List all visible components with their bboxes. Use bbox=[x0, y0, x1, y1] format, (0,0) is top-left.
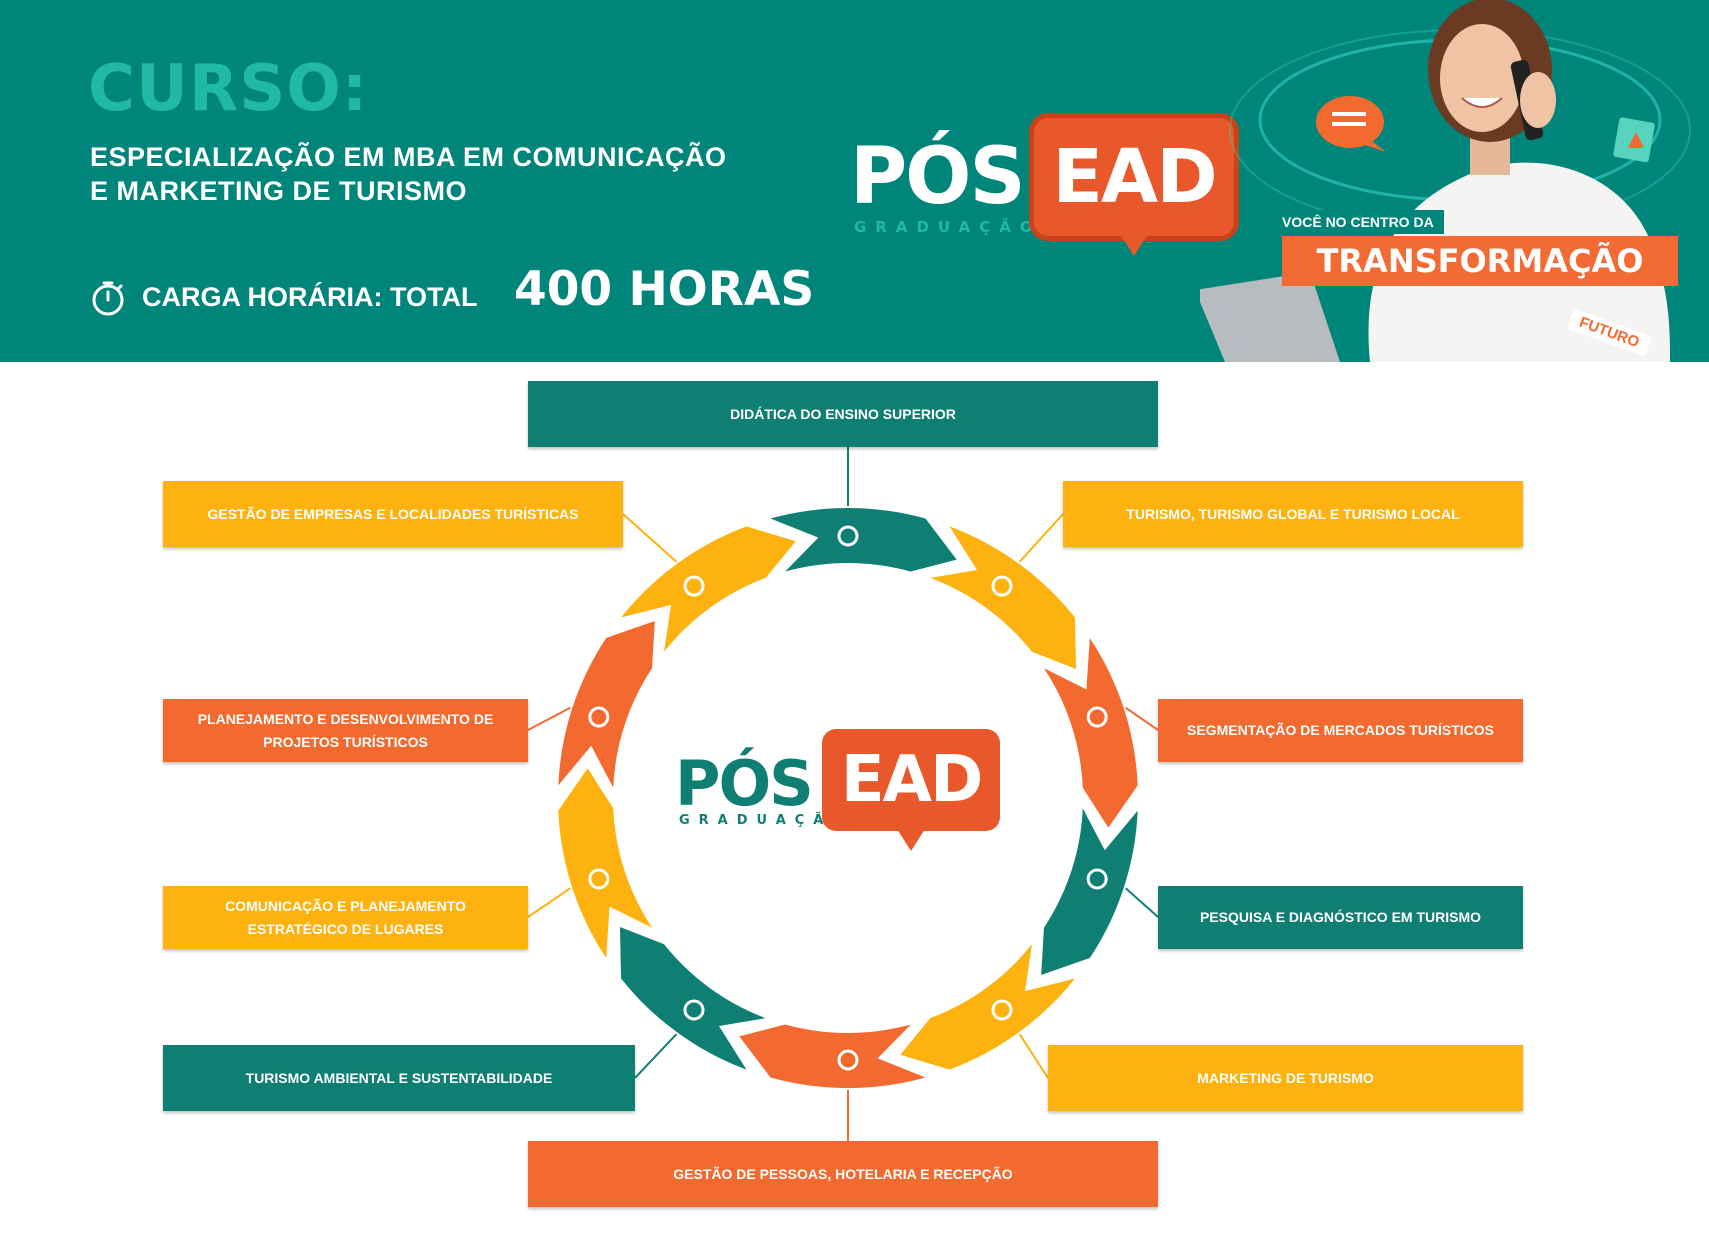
module-turismo-global: TURISMO, TURISMO GLOBAL E TURISMO LOCAL bbox=[1063, 481, 1523, 547]
ring-segment bbox=[900, 944, 1075, 1070]
ring-segment-marker bbox=[991, 999, 1013, 1021]
pos-ead-logo: PÓS GRADUAÇÃO EAD bbox=[850, 110, 1250, 270]
connector-line bbox=[1018, 1033, 1049, 1079]
module-gestao-pessoas: GESTÃO DE PESSOAS, HOTELARIA E RECEPÇÃO bbox=[528, 1141, 1158, 1207]
logo-graduacao-text: GRADUAÇÃO bbox=[854, 218, 1042, 236]
center-logo-graduacao-text: GRADUAÇÃO bbox=[679, 813, 853, 828]
connector-line bbox=[1018, 513, 1064, 563]
connector-line bbox=[1125, 887, 1159, 918]
connector-line bbox=[1125, 706, 1159, 731]
ring-segment-marker bbox=[1086, 868, 1108, 890]
book-icon bbox=[1613, 117, 1655, 163]
ring-segment-marker bbox=[837, 525, 859, 547]
ring-segment bbox=[1041, 808, 1138, 976]
connector-line bbox=[622, 513, 678, 563]
ring-segment-marker bbox=[837, 1049, 859, 1071]
tagline-small: VOCÊ NO CENTRO DA bbox=[1272, 210, 1444, 234]
ring-segment bbox=[1043, 637, 1138, 828]
module-pesquisa: PESQUISA E DIAGNÓSTICO EM TURISMO bbox=[1158, 886, 1523, 949]
ring-segment bbox=[739, 1024, 926, 1089]
module-comunicacao: COMUNICAÇÃO E PLANEJAMENTO ESTRATÉGICO D… bbox=[163, 886, 528, 949]
ring-segment-marker bbox=[588, 868, 610, 890]
header-banner: CURSO: ESPECIALIZAÇÃO EM MBA EM COMUNICA… bbox=[0, 0, 1709, 362]
ring-segment-marker bbox=[683, 575, 705, 597]
tagline-big: TRANSFORMAÇÃO bbox=[1282, 236, 1678, 286]
course-name-line1: ESPECIALIZAÇÃO EM MBA EM COMUNICAÇÃO bbox=[90, 142, 727, 172]
module-marketing: MARKETING DE TURISMO bbox=[1048, 1045, 1523, 1111]
center-logo-pos-text: PÓS bbox=[675, 747, 814, 820]
center-logo-ead-box: EAD bbox=[822, 729, 1000, 851]
ring-segment bbox=[558, 620, 655, 788]
connector-line bbox=[527, 887, 571, 918]
ring-segment bbox=[558, 768, 653, 959]
carga-horaria-value: 400 HORAS bbox=[514, 262, 815, 317]
connector-line bbox=[527, 706, 571, 731]
connector-line bbox=[634, 1033, 678, 1079]
ring-segment-marker bbox=[588, 706, 610, 728]
ring-segment bbox=[770, 507, 957, 572]
logo-ead-box: EAD bbox=[1034, 118, 1234, 256]
ring-segment-marker bbox=[683, 999, 705, 1021]
ring-segment bbox=[619, 927, 766, 1070]
ring-segment bbox=[621, 526, 796, 652]
ring-segment-marker bbox=[991, 575, 1013, 597]
clock-icon bbox=[92, 281, 124, 316]
chat-bubble-icon bbox=[1316, 96, 1386, 152]
carga-horaria-label: CARGA HORÁRIA: TOTAL bbox=[142, 282, 478, 312]
module-didatica: DIDÁTICA DO ENSINO SUPERIOR bbox=[528, 381, 1158, 447]
module-segmentacao: SEGMENTAÇÃO DE MERCADOS TURÍSTICOS bbox=[1158, 699, 1523, 762]
curso-label: CURSO: bbox=[88, 52, 369, 126]
module-turismo-ambiental: TURISMO AMBIENTAL E SUSTENTABILIDADE bbox=[163, 1045, 635, 1111]
module-planejamento: PLANEJAMENTO E DESENVOLVIMENTO DE PROJET… bbox=[163, 699, 528, 762]
center-logo: PÓS GRADUAÇÃO EAD bbox=[675, 725, 1015, 855]
logo-pos-text: PÓS bbox=[850, 132, 1026, 222]
module-gestao-empresas: GESTÃO DE EMPRESAS E LOCALIDADES TURÍSTI… bbox=[163, 481, 623, 547]
ring-segment bbox=[930, 526, 1077, 669]
ring-segment-marker bbox=[1086, 706, 1108, 728]
course-name-line2: E MARKETING DE TURISMO bbox=[90, 176, 468, 206]
